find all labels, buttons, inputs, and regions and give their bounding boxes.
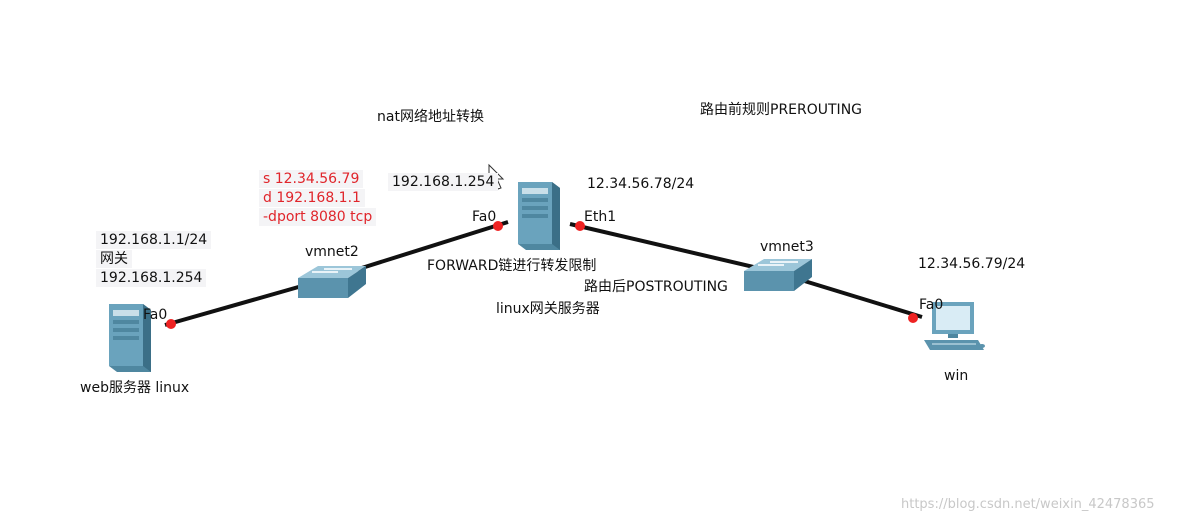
rule-dport: -dport 8080 tcp	[259, 208, 377, 226]
linux-left-ip: 192.168.1.254	[388, 173, 499, 191]
web-gateway-ip: 192.168.1.254	[96, 269, 207, 287]
vmnet2-label: vmnet2	[305, 244, 359, 260]
watermark: https://blog.csdn.net/weixin_42478365	[901, 497, 1155, 512]
win-ip-label: 12.34.56.79/24	[918, 256, 1026, 272]
forward-note: FORWARD链进行转发限制	[427, 258, 597, 274]
web-gateway-label: 网关	[96, 250, 132, 268]
nat-title: nat网络地址转换	[377, 109, 484, 125]
pc-icon	[924, 302, 985, 350]
rule-source: s 12.34.56.79	[259, 170, 364, 188]
switch-icon	[744, 259, 812, 291]
linux-eth1-label: Eth1	[584, 209, 617, 225]
web-server-name: web服务器 linux	[80, 380, 190, 396]
server-icon	[518, 182, 560, 250]
vmnet3-label: vmnet3	[760, 239, 814, 255]
port-dot-web-fa0	[166, 319, 176, 329]
web-port-label: Fa0	[143, 307, 168, 323]
win-name: win	[944, 368, 969, 384]
linux-gateway-name: linux网关服务器	[496, 301, 600, 317]
prerouting-title: 路由前规则PREROUTING	[700, 102, 863, 118]
web-ip-label: 192.168.1.1/24	[96, 231, 212, 249]
rule-destination: d 192.168.1.1	[259, 189, 365, 207]
linux-fa0-label: Fa0	[472, 209, 497, 225]
port-dot-linux-fa0	[493, 221, 503, 231]
server-icon	[109, 304, 151, 372]
port-dot-win-fa0	[908, 313, 918, 323]
linux-right-ip: 12.34.56.78/24	[587, 176, 695, 192]
win-port-label: Fa0	[919, 297, 944, 313]
postrouting-note: 路由后POSTROUTING	[584, 279, 728, 295]
switch-icon	[298, 266, 366, 298]
port-dot-linux-eth1	[575, 221, 585, 231]
link-linux-vmnet3	[569, 222, 776, 274]
